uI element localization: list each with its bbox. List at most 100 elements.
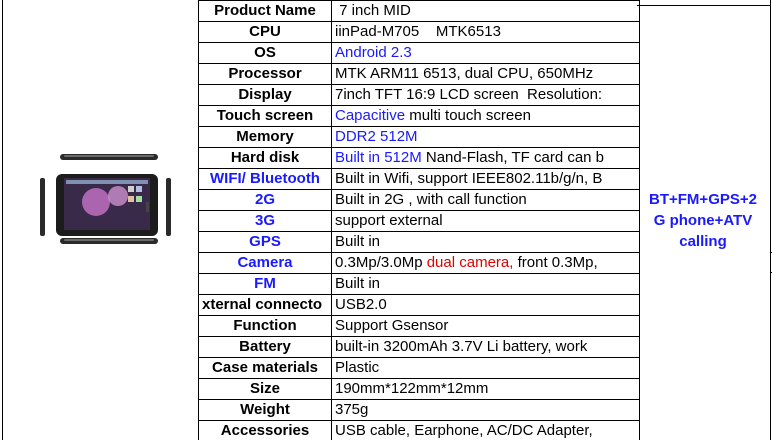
spec-value: built-in 3200mAh 3.7V Li battery, work <box>331 336 640 358</box>
spec-value: support external <box>331 210 640 232</box>
grid-line-summary-right <box>770 0 771 440</box>
spec-label: Processor <box>198 63 332 85</box>
spec-value-segment: 190mm*122mm*12mm <box>335 380 489 397</box>
spec-label: CPU <box>198 21 332 43</box>
spec-label: Hard disk <box>198 147 332 169</box>
spec-value-segment: Android 2.3 <box>335 44 412 61</box>
spec-value-segment: support external <box>335 212 443 229</box>
spec-value: USB cable, Earphone, AC/DC Adapter, <box>331 420 640 440</box>
spec-value-segment: Built in 512M <box>335 149 422 166</box>
spec-value-segment: dual camera, <box>426 254 514 271</box>
spec-value-segment: Capacitive <box>335 107 406 124</box>
spec-value: Built in 512M Nand-Flash, TF card can b <box>331 147 640 169</box>
summary-line: G phone+ATV <box>653 212 753 229</box>
summary-line: BT+FM+GPS+2 <box>649 191 757 208</box>
spec-value: Built in 2G , with call function <box>331 189 640 211</box>
spec-label: Battery <box>198 336 332 358</box>
spec-value: iinPad-M705 MTK6513 <box>331 21 640 43</box>
spec-label: Case materials <box>198 357 332 379</box>
spec-value: Built in Wifi, support IEEE802.11b/g/n, … <box>331 168 640 190</box>
spec-value-segment: Plastic <box>335 359 380 376</box>
spec-value-segment: built-in 3200mAh 3.7V Li battery, work <box>335 338 588 355</box>
spec-value-segment: 7 inch MID <box>335 2 411 19</box>
spec-value-segment: Support Gsensor <box>335 317 449 334</box>
product-image-cell <box>36 152 186 252</box>
spec-label: Weight <box>198 399 332 421</box>
spec-label: 3G <box>198 210 332 232</box>
spec-label: Touch screen <box>198 105 332 127</box>
spec-value: USB2.0 <box>331 294 640 316</box>
spec-value-segment: MTK ARM11 6513, dual CPU, 650MHz <box>335 65 594 82</box>
spec-value-segment: USB cable, Earphone, AC/DC Adapter, <box>335 422 593 439</box>
spec-value: Built in <box>331 273 640 295</box>
spec-value-segment: iinPad-M705 MTK6513 <box>335 23 501 40</box>
summary-cell: BT+FM+GPS+2 G phone+ATV calling <box>637 189 769 252</box>
spec-label: OS <box>198 42 332 64</box>
spec-label: 2G <box>198 189 332 211</box>
spec-label: Size <box>198 378 332 400</box>
spec-label: GPS <box>198 231 332 253</box>
spec-label: Display <box>198 84 332 106</box>
spec-value: Support Gsensor <box>331 315 640 337</box>
spec-label: Camera <box>198 252 332 274</box>
grid-line-summary-mid <box>770 252 772 253</box>
spec-label: Accessories <box>198 420 332 440</box>
spec-value-segment: 0.3Mp/3.0Mp <box>335 254 427 271</box>
spec-value-segment: 7inch TFT 16:9 LCD screen Resolution: <box>335 86 603 103</box>
spec-value-segment: multi touch screen <box>405 107 531 124</box>
summary-line: calling <box>679 233 727 250</box>
spec-label: FM <box>198 273 332 295</box>
spec-value: 0.3Mp/3.0Mp dual camera, front 0.3Mp, <box>331 252 640 274</box>
spec-label: xternal connecto <box>198 294 332 316</box>
spec-value: 7inch TFT 16:9 LCD screen Resolution: <box>331 84 640 106</box>
spec-value-segment: Built in 2G , with call function <box>335 191 527 208</box>
spec-value: 7 inch MID <box>331 0 640 22</box>
spec-value: Plastic <box>331 357 640 379</box>
spec-value-segment: Built in <box>335 275 381 292</box>
grid-line-left <box>2 0 3 440</box>
spec-value-segment: Built in <box>335 233 381 250</box>
spec-value: Capacitive multi touch screen <box>331 105 640 127</box>
spec-label: Memory <box>198 126 332 148</box>
spec-label: Product Name <box>198 0 332 22</box>
spec-value-segment: 375g <box>335 401 369 418</box>
spec-value-segment: Nand-Flash, TF card can b <box>421 149 605 166</box>
tablet-photo-icon <box>40 154 171 244</box>
spec-label: WIFI/ Bluetooth <box>198 168 332 190</box>
spec-value-segment: front 0.3Mp, <box>513 254 598 271</box>
spec-value: DDR2 512M <box>331 126 640 148</box>
grid-line-summary-top <box>637 5 771 6</box>
spec-value: Android 2.3 <box>331 42 640 64</box>
spec-value: MTK ARM11 6513, dual CPU, 650MHz <box>331 63 640 85</box>
spec-label: Function <box>198 315 332 337</box>
spec-value: 375g <box>331 399 640 421</box>
spec-value: 190mm*122mm*12mm <box>331 378 640 400</box>
spec-row: Product Name 7 inch MID <box>198 0 640 22</box>
spec-value-segment: USB2.0 <box>335 296 387 313</box>
spec-value-segment: DDR2 512M <box>335 128 418 145</box>
spec-value: Built in <box>331 231 640 253</box>
grid-line-summary-lower <box>770 272 772 273</box>
